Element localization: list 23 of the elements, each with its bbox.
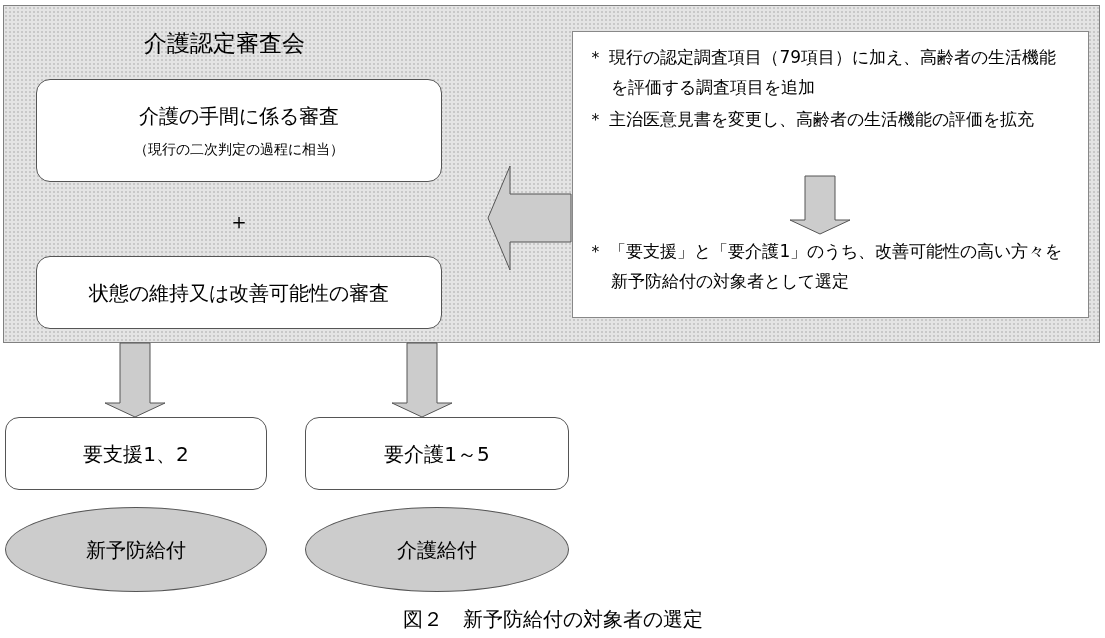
rounded-box (5, 417, 267, 490)
node-label: 新予防給付 (86, 536, 186, 564)
node-note: （現行の二次判定の過程に相当） (134, 140, 344, 159)
note-box (572, 31, 1089, 318)
node-label: 要介護1～5 (384, 440, 490, 468)
node-label: 介護の手間に係る審査 (139, 103, 339, 130)
block-arrow (487, 165, 572, 271)
rounded-box (36, 256, 442, 329)
node-label: 要支援1、2 (83, 440, 189, 468)
plus-sign: ＋ (228, 209, 250, 234)
block-arrow (104, 342, 166, 418)
block-arrow (789, 175, 851, 235)
bullet-text: ＊ 「要支援」と「要介護1」のうち、改善可能性の高い方々を新予防給付の対象者として選定 (587, 240, 1064, 293)
block-arrow (391, 342, 453, 418)
committee-panel (3, 5, 1100, 343)
bullet-text: ＊ 現行の認定調査項目（79項目）に加え、高齢者の生活機能を評価する調査項目を追加 (587, 46, 1058, 99)
panel-title: 介護認定審査会 (144, 30, 305, 56)
rounded-box (305, 417, 569, 490)
figure-caption: 図２ 新予防給付の対象者の選定 (402, 607, 703, 631)
node-label: 介護給付 (397, 536, 477, 564)
rounded-box (36, 79, 442, 182)
node-label: 状態の維持又は改善可能性の審査 (89, 279, 389, 307)
bullet-text: ＊ 主治医意見書を変更し、高齢者の生活機能の評価を拡充 (587, 108, 1036, 131)
